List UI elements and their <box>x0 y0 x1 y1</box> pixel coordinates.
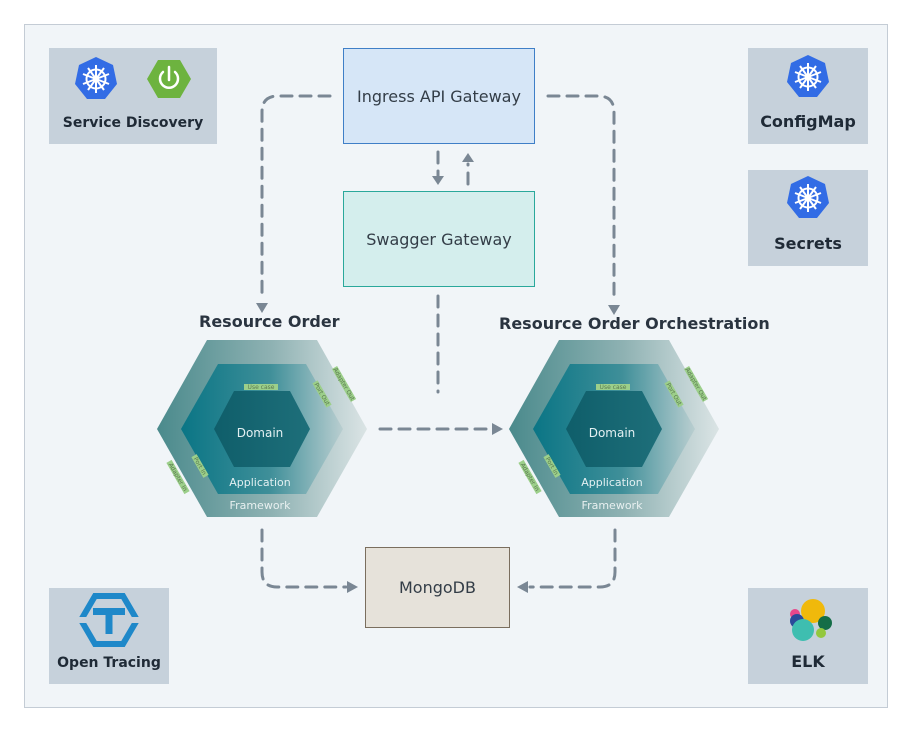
domain-layer <box>566 391 662 467</box>
resource-order-hexagon: Domain Application Framework Use case Po… <box>157 340 367 517</box>
resource-order-orchestration-hexagon: Domain Application Framework Use case Po… <box>509 340 719 517</box>
domain-label: Domain <box>237 426 284 440</box>
arrowhead-mongodb-left-side <box>347 581 358 593</box>
kubernetes-icon <box>787 176 829 218</box>
application-label: Application <box>581 476 642 489</box>
arrowhead-resource-order <box>256 303 268 313</box>
resource-order-to-mongodb-connector <box>260 528 348 589</box>
open-tracing-icon <box>77 593 141 647</box>
resource-order-orchestration-title: Resource Order Orchestration <box>499 314 770 333</box>
service-discovery-box: Service Discovery <box>49 48 217 144</box>
use-case-label: Use case <box>600 384 627 391</box>
ingress-api-gateway-label: Ingress API Gateway <box>357 86 521 106</box>
connector-arrowheads <box>256 153 620 593</box>
open-tracing-box: Open Tracing <box>49 588 169 684</box>
swagger-gateway-label: Swagger Gateway <box>366 229 512 249</box>
use-case-tag <box>596 384 630 390</box>
domain-label: Domain <box>589 426 636 440</box>
service-discovery-label: Service Discovery <box>62 115 204 131</box>
ingress-api-gateway-node: Ingress API Gateway <box>343 48 535 144</box>
kubernetes-icon <box>75 57 117 99</box>
secrets-label: Secrets <box>774 234 842 253</box>
ingress-to-orchestration-connector <box>546 94 616 304</box>
use-case-tag <box>244 384 278 390</box>
orchestration-to-mongodb-connector <box>528 528 617 589</box>
arrowhead-swagger-down <box>432 176 444 185</box>
kubernetes-icon <box>787 55 829 97</box>
framework-label: Framework <box>230 499 292 512</box>
connectors <box>260 94 617 589</box>
open-tracing-label: Open Tracing <box>57 655 161 671</box>
ingress-to-resource-order-connector <box>260 94 332 302</box>
elk-label: ELK <box>791 652 825 671</box>
domain-layer <box>214 391 310 467</box>
resource-order-title: Resource Order <box>199 312 340 331</box>
configmap-label: ConfigMap <box>760 112 856 131</box>
arrowhead-mongodb-right-side <box>517 581 528 593</box>
use-case-label: Use case <box>248 384 275 391</box>
application-label: Application <box>229 476 290 489</box>
mongodb-label: MongoDB <box>399 578 476 597</box>
swagger-gateway-node: Swagger Gateway <box>343 191 535 287</box>
elk-icon <box>790 599 832 641</box>
arrowhead-orchestration <box>608 305 620 315</box>
spring-power-icon <box>147 60 191 98</box>
arrowhead-orchestration-right <box>492 423 503 435</box>
mongodb-node: MongoDB <box>365 547 510 628</box>
arrowhead-ingress-up <box>462 153 474 162</box>
framework-label: Framework <box>582 499 644 512</box>
